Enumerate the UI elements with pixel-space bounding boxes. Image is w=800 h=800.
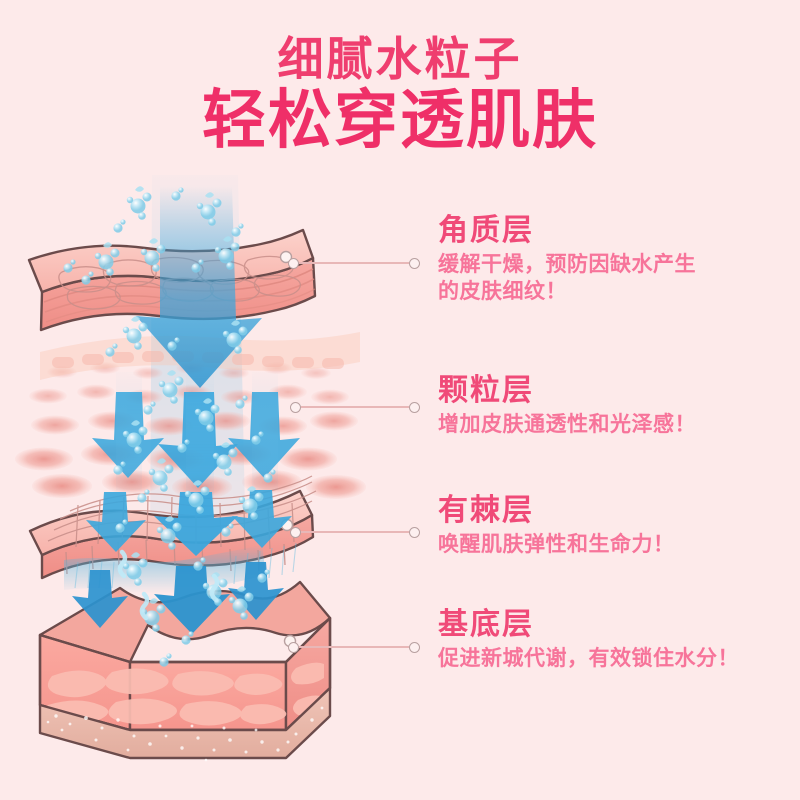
connector-dot-right bbox=[409, 641, 420, 653]
layer-description-line: 缓解干燥，预防因缺水产生 bbox=[438, 252, 696, 276]
connector-line bbox=[301, 531, 409, 533]
layer-description-line: 唤醒肌肤弹性和生命力！ bbox=[438, 532, 675, 556]
connector-line bbox=[299, 262, 409, 264]
basal-layer-block bbox=[38, 580, 332, 762]
connector-spinous-layer bbox=[290, 525, 420, 539]
connector-dot-left bbox=[288, 257, 299, 269]
annotation-stratum-corneum: 角质层 缓解干燥，预防因缺水产生 的皮肤细纹！ bbox=[438, 214, 788, 305]
connector-basal-layer bbox=[288, 640, 420, 654]
layer-description-line: 的皮肤细纹！ bbox=[438, 279, 567, 303]
connector-stratum-corneum bbox=[288, 256, 420, 270]
connector-line bbox=[299, 646, 409, 648]
title-line-1: 细腻水粒子 bbox=[277, 33, 523, 85]
poster-title: 细腻水粒子 轻松穿透肌肤 bbox=[0, 36, 800, 152]
penetration-arrows bbox=[72, 186, 300, 634]
arrow-spinous-right bbox=[232, 490, 292, 548]
basal-speckled-base bbox=[38, 686, 332, 760]
layer-description-line: 增加皮肤通透性和光泽感！ bbox=[438, 412, 696, 436]
annotation-basal-layer: 基底层 促进新城代谢，有效锁住水分！ bbox=[438, 608, 788, 672]
layer-description-granular-layer: 增加皮肤通透性和光泽感！ bbox=[438, 411, 788, 438]
annotation-granular-layer: 颗粒层 增加皮肤通透性和光泽感！ bbox=[438, 374, 788, 438]
connector-dot-left bbox=[290, 526, 301, 538]
arrow-spinous-left bbox=[86, 492, 146, 552]
connector-dot-right bbox=[409, 257, 420, 269]
arrow-basal-right bbox=[228, 562, 284, 620]
speckle-dots bbox=[46, 706, 324, 762]
title-line-2: 轻松穿透肌肤 bbox=[202, 84, 598, 156]
layer-heading-spinous-layer: 有棘层 bbox=[438, 494, 534, 527]
arrow-basal-center bbox=[154, 566, 230, 634]
layer-description-basal-layer: 促进新城代谢，有效锁住水分！ bbox=[438, 645, 788, 672]
layer-heading-stratum-corneum: 角质层 bbox=[438, 214, 534, 247]
layer-heading-granular-layer: 颗粒层 bbox=[438, 374, 534, 407]
annotation-spinous-layer: 有棘层 唤醒肌肤弹性和生命力！ bbox=[438, 494, 788, 558]
connector-line bbox=[301, 406, 409, 408]
arrow-basal-left bbox=[72, 570, 128, 628]
layer-description-spinous-layer: 唤醒肌肤弹性和生命力！ bbox=[438, 531, 788, 558]
connector-dot-right bbox=[409, 401, 420, 413]
connector-dot-right bbox=[409, 526, 420, 538]
layer-description-stratum-corneum: 缓解干燥，预防因缺水产生 的皮肤细纹！ bbox=[438, 251, 788, 306]
layer-description-line: 促进新城代谢，有效锁住水分！ bbox=[438, 646, 739, 670]
connector-dot-left bbox=[290, 401, 301, 413]
connector-granular-layer bbox=[290, 400, 420, 414]
layer-heading-basal-layer: 基底层 bbox=[438, 608, 534, 641]
connector-dot-left bbox=[288, 641, 299, 653]
arrow-spinous-center bbox=[154, 492, 238, 556]
